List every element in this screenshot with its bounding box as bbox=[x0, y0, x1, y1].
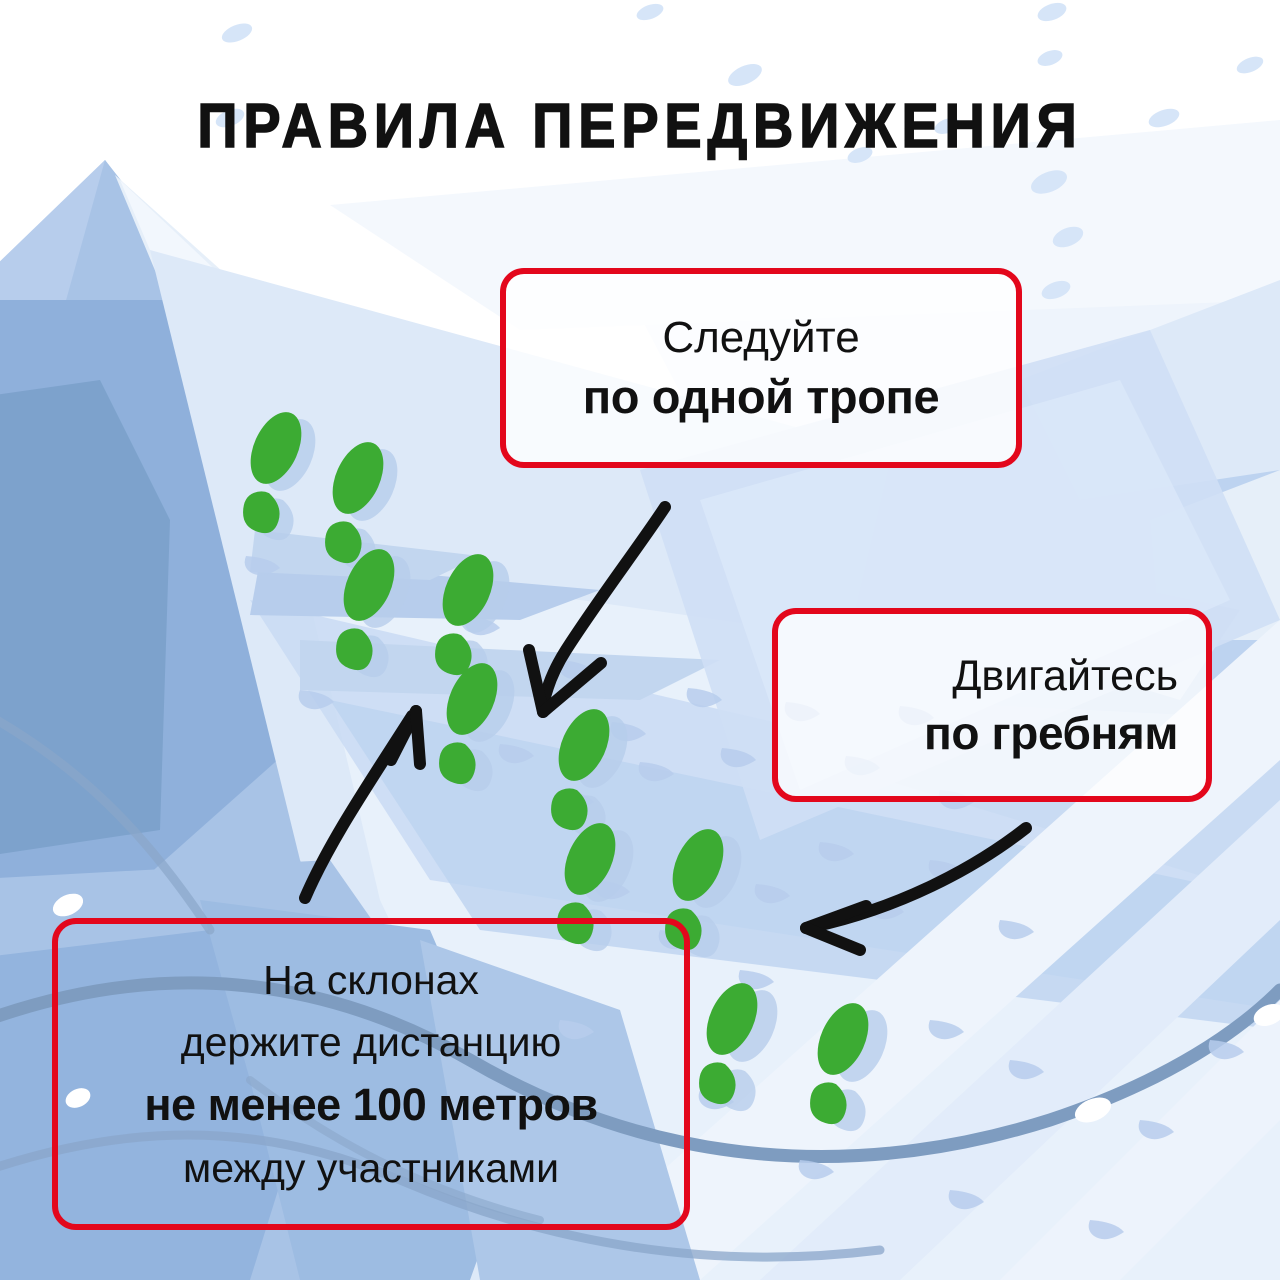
foreground-slope-dark bbox=[0, 930, 300, 1280]
pointer-arrows bbox=[299, 501, 1032, 956]
callout-three-line-3: не менее 100 метров bbox=[144, 1079, 598, 1130]
arrow-to-trail bbox=[523, 501, 671, 718]
callout-one-line-2: по одной тропе bbox=[582, 370, 940, 423]
main-peak-darkest bbox=[0, 380, 170, 854]
track-line-main bbox=[0, 976, 1280, 1163]
snow-highlights bbox=[52, 893, 1280, 1123]
callout-three-line-1: На склонах bbox=[263, 957, 479, 1003]
callout-two-line-1: Двигайтесь bbox=[952, 652, 1178, 700]
callout-follow-one-path: Следуйте по одной тропе bbox=[500, 268, 1022, 468]
page-title: ПРАВИЛА ПЕРЕДВИЖЕНИЯ bbox=[197, 92, 1083, 161]
callout-three-line-4: между участниками bbox=[183, 1145, 559, 1191]
track-line-left bbox=[0, 716, 215, 935]
snow-flecks bbox=[215, 2, 1264, 300]
ledge-mid bbox=[300, 640, 720, 700]
callout-move-along-ridges: Двигайтесь по гребням bbox=[772, 608, 1212, 802]
snow-band-lower-b bbox=[760, 800, 1280, 1280]
arrow-to-ridge bbox=[800, 822, 1032, 956]
track-line-lower bbox=[0, 1130, 885, 1262]
track-line-foreground bbox=[246, 1076, 544, 1224]
callout-one-line-1: Следуйте bbox=[662, 313, 860, 362]
callout-two-line-2: по гребням bbox=[924, 707, 1178, 759]
callout-three-line-2: держите дистанцию bbox=[180, 1019, 562, 1065]
arrow-to-slope bbox=[299, 705, 426, 904]
callout-keep-distance: На склонах держите дистанцию не менее 10… bbox=[52, 918, 690, 1230]
snow-band-lower-c bbox=[1000, 1000, 1280, 1280]
